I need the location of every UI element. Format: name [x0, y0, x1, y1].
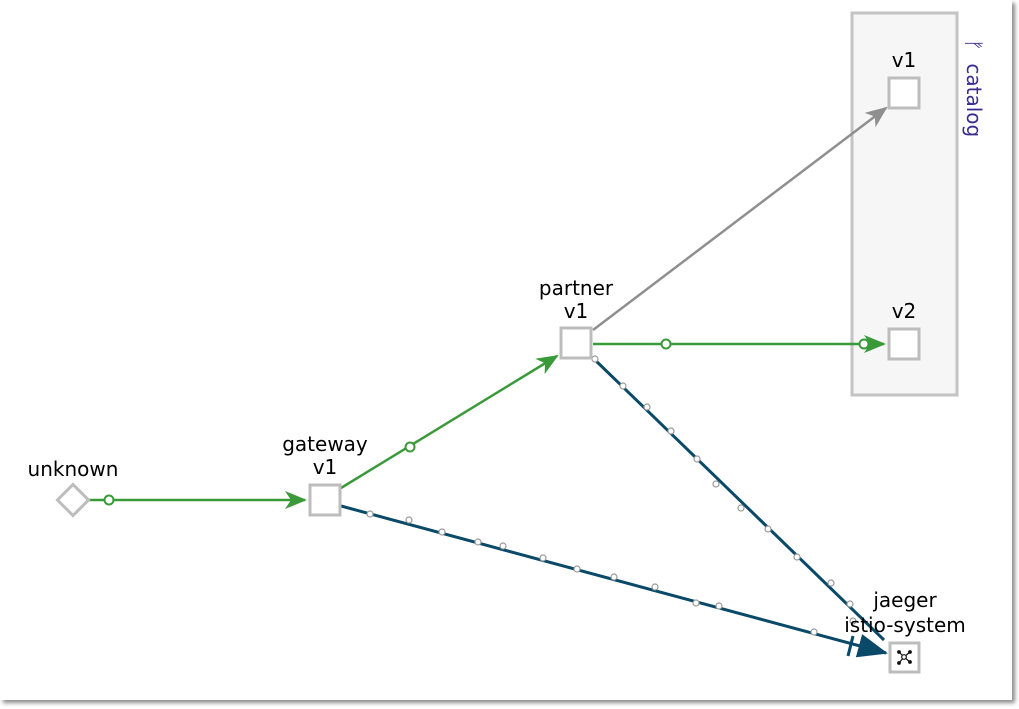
flow-dot: [793, 553, 801, 561]
branch-icon: ᚠ: [962, 39, 986, 51]
catalog-group-text: catalog: [962, 63, 986, 137]
node-partner-label-line2: v1: [564, 299, 589, 323]
edge-partner-catalog-v2-flow-dot: [660, 338, 672, 350]
flow-dot: [405, 516, 413, 524]
flow-dot: [827, 579, 835, 587]
network-icon: [897, 650, 912, 665]
flow-dot: [692, 599, 700, 607]
flow-dot: [610, 573, 618, 581]
node-gateway-shape[interactable]: [308, 483, 342, 517]
node-catalog-v1-shape[interactable]: [887, 76, 921, 110]
flow-dot: [366, 510, 374, 518]
node-gateway[interactable]: gateway v1: [282, 432, 368, 517]
edge-partner-catalog-v2-flow-dot: [858, 338, 870, 350]
flow-dot: [474, 538, 482, 546]
flow-dot: [737, 504, 745, 512]
flow-dot: [693, 455, 701, 463]
flow-dot: [712, 480, 720, 488]
edge-gateway-partner-flow-dot: [404, 441, 416, 453]
edge-partner-jaeger[interactable]: [591, 356, 886, 642]
flow-dot: [573, 565, 581, 573]
tcp-flow-dots: [366, 355, 857, 636]
flow-dot: [643, 403, 651, 411]
node-partner-shape[interactable]: [559, 326, 593, 360]
flow-dot: [846, 600, 854, 608]
flow-dot: [715, 602, 723, 610]
flow-dot: [438, 528, 446, 536]
flow-dot: [619, 382, 627, 390]
flow-dot: [849, 617, 857, 625]
flow-dot: [591, 355, 599, 363]
node-partner[interactable]: partner v1: [539, 276, 614, 360]
flow-dot: [667, 427, 675, 435]
node-catalog-v1-label: v1: [892, 48, 917, 72]
node-catalog-v2-shape[interactable]: [887, 327, 921, 361]
flow-dot: [651, 583, 659, 591]
node-partner-label-line1: partner: [539, 276, 614, 300]
catalog-group-label: ᚠ catalog: [962, 39, 986, 137]
node-jaeger-label-line1: jaeger: [872, 588, 937, 612]
flow-dot: [764, 525, 772, 533]
node-unknown[interactable]: unknown: [28, 457, 119, 518]
node-gateway-label-line2: v1: [313, 455, 338, 479]
edges: [89, 106, 888, 658]
node-gateway-label-line1: gateway: [282, 432, 368, 456]
node-catalog-v2[interactable]: v2: [887, 299, 921, 361]
flow-dot: [499, 542, 507, 550]
node-catalog-v1[interactable]: v1: [887, 48, 921, 110]
node-unknown-label: unknown: [28, 457, 119, 481]
edge-unknown-gateway-flow-dot: [103, 494, 115, 506]
node-catalog-v2-label: v2: [892, 299, 917, 323]
node-unknown-shape[interactable]: [55, 482, 91, 518]
node-jaeger-label-line2: istio-system: [844, 613, 966, 637]
flow-dot: [539, 554, 547, 562]
edge-gateway-partner[interactable]: [340, 354, 559, 490]
edge-partner-catalog-v1[interactable]: [592, 106, 888, 331]
edge-gateway-jaeger-tick: [846, 635, 855, 657]
flow-dot: [810, 628, 818, 636]
node-jaeger[interactable]: jaeger istio-system: [844, 588, 966, 674]
